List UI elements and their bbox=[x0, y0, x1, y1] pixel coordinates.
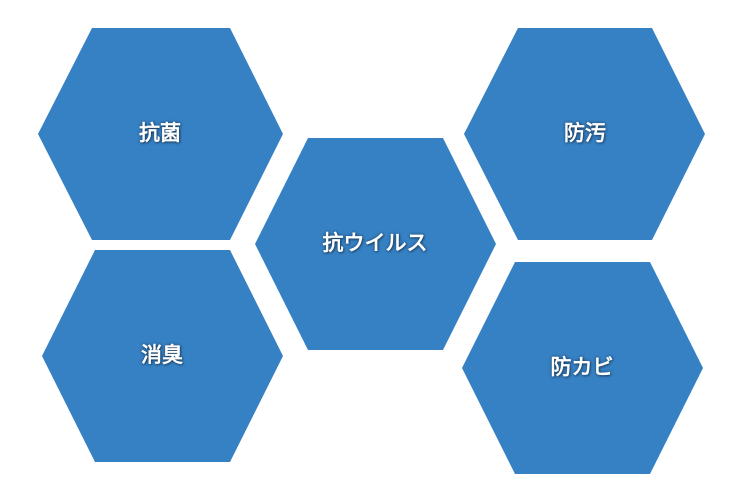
hexagon-antimold bbox=[462, 262, 703, 474]
label-antifouling: 防汚 bbox=[564, 121, 606, 145]
label-deodorizing: 消臭 bbox=[141, 343, 183, 367]
label-antiviral: 抗ウイルス bbox=[322, 231, 428, 255]
label-antibacterial: 抗菌 bbox=[139, 121, 181, 145]
hexagon-antifouling bbox=[464, 28, 705, 240]
label-antimold: 防カビ bbox=[550, 355, 614, 379]
hexagon-antibacterial bbox=[38, 28, 283, 240]
hexagon-antiviral bbox=[255, 138, 496, 350]
hexagon-deodorizing bbox=[42, 250, 283, 462]
